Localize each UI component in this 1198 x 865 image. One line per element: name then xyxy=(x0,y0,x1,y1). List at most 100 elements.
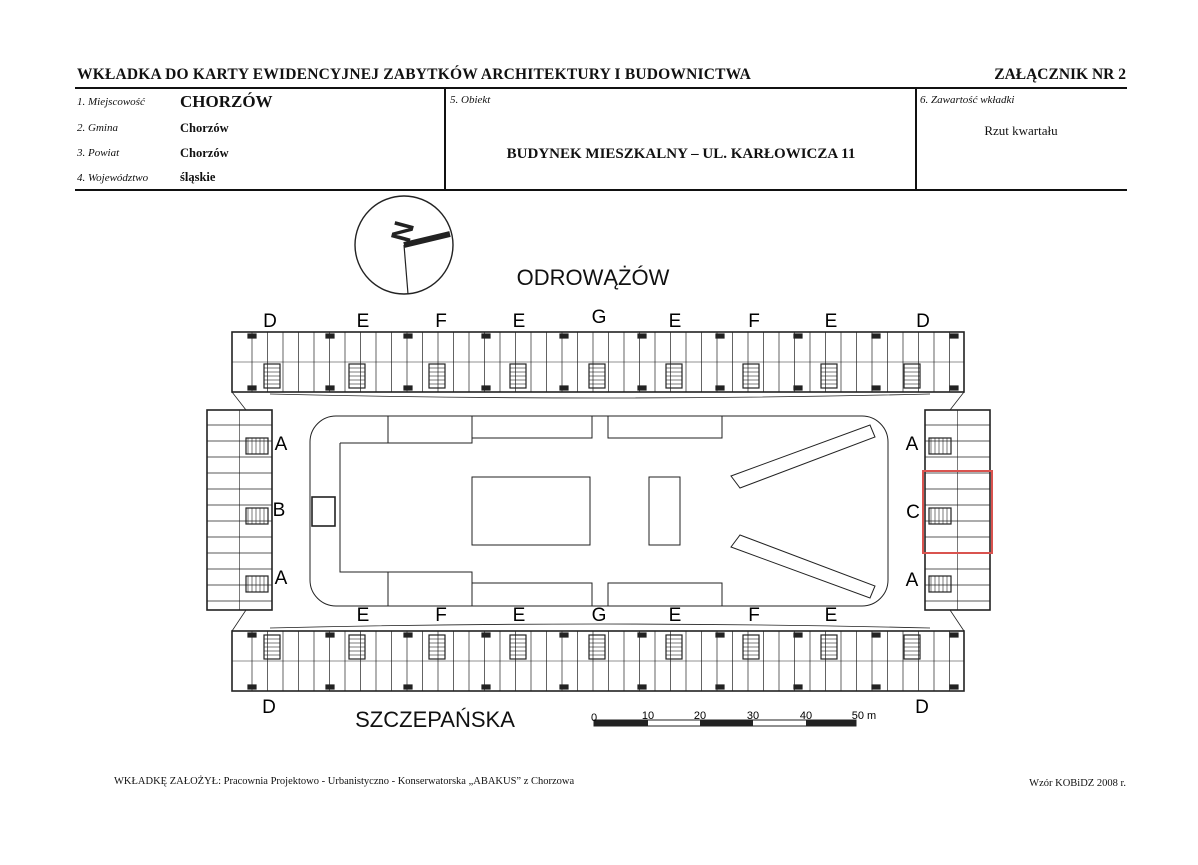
compass-needle xyxy=(403,231,451,248)
courtyard-bed xyxy=(648,476,681,546)
wall-block xyxy=(793,333,803,339)
scale-bar-segment xyxy=(806,720,856,726)
street-name-bottom: SZCZEPAŃSKA xyxy=(355,707,515,732)
wall-block xyxy=(325,684,335,690)
staircase-label-right-0: A xyxy=(906,434,919,455)
staircase-label-mid-3: G xyxy=(592,605,607,626)
scale-label-0: 0 xyxy=(591,712,597,724)
staircase-label-top-2: F xyxy=(435,311,447,332)
staircase-label-top-8: D xyxy=(916,311,930,332)
compass-line xyxy=(403,244,409,295)
staircase xyxy=(245,437,269,455)
staircase xyxy=(245,575,269,593)
header-rule-top xyxy=(75,87,1127,89)
staircase-label-mid-6: E xyxy=(825,605,838,626)
wall-block xyxy=(247,684,257,690)
staircase-label-left-0: A xyxy=(275,434,288,455)
passage-line xyxy=(949,609,965,632)
courtyard-path xyxy=(472,416,723,606)
staircase-label-left-1: B xyxy=(273,500,286,521)
wall-block xyxy=(403,333,413,339)
wall-block xyxy=(871,632,881,638)
content-value: Rzut kwartału xyxy=(984,123,1058,138)
staircase-label-top-7: E xyxy=(825,311,838,332)
staircase-label-top-5: E xyxy=(669,311,682,332)
object-label: 5. Obiekt xyxy=(450,94,491,106)
wall-block xyxy=(793,632,803,638)
wall-block xyxy=(637,385,647,391)
scale-label-50m: 50 m xyxy=(852,710,876,722)
staircase-label-mid-4: E xyxy=(669,605,682,626)
wall-block xyxy=(871,385,881,391)
voivodeship-value: śląskie xyxy=(180,170,216,184)
place-value: CHORZÓW xyxy=(180,92,273,111)
wall-block xyxy=(325,632,335,638)
wall-block xyxy=(403,684,413,690)
wall-block xyxy=(325,385,335,391)
compass-circle xyxy=(354,195,454,295)
commune-label: 2. Gmina xyxy=(77,122,118,134)
courtyard-outline xyxy=(309,415,889,607)
courtyard-bed xyxy=(471,476,591,546)
footer-template: Wzór KOBiDZ 2008 r. xyxy=(1029,778,1126,789)
column-divider-2 xyxy=(915,88,917,190)
highlighted-building-section xyxy=(922,470,993,554)
wall-block xyxy=(559,684,569,690)
staircase-label-top-3: E xyxy=(513,311,526,332)
staircase xyxy=(928,507,952,525)
scale-label-30: 30 xyxy=(747,710,759,722)
north-arrow-icon: N xyxy=(354,195,454,295)
wall-block xyxy=(559,632,569,638)
wall-block xyxy=(715,684,725,690)
staircase-label-mid-5: F xyxy=(748,605,760,626)
staircase-label-top-0: D xyxy=(263,311,277,332)
wall-block xyxy=(793,684,803,690)
staircase xyxy=(245,507,269,525)
passage-line xyxy=(949,391,965,411)
scale-bar-segment xyxy=(594,720,648,726)
commune-value: Chorzów xyxy=(180,121,229,135)
content-label: 6. Zawartość wkładki xyxy=(920,94,1015,106)
wall-block xyxy=(715,333,725,339)
wall-block xyxy=(949,684,959,690)
path-line xyxy=(269,393,931,399)
wall-block xyxy=(949,632,959,638)
staircase-label-left-2: A xyxy=(275,568,288,589)
passage-line xyxy=(231,609,247,632)
courtyard-ramp xyxy=(730,424,876,489)
scale-bar-segment xyxy=(700,720,753,726)
wall-block xyxy=(481,632,491,638)
staircase-label-top-4: G xyxy=(592,307,607,328)
county-value: Chorzów xyxy=(180,146,229,160)
wall-block xyxy=(949,385,959,391)
staircase-label-right-2: A xyxy=(906,570,919,591)
wall-block xyxy=(793,385,803,391)
staircase-label-top-1: E xyxy=(357,311,370,332)
scale-bar xyxy=(593,719,857,727)
wall-block xyxy=(481,333,491,339)
courtyard-sandbox xyxy=(311,496,336,527)
object-value: BUDYNEK MIESZKALNY – UL. KARŁOWICZA 11 xyxy=(506,146,856,162)
staircase xyxy=(928,437,952,455)
annex-number: ZAŁĄCZNIK NR 2 xyxy=(994,66,1126,83)
wall-block xyxy=(949,333,959,339)
header-rule-bottom xyxy=(75,189,1127,191)
scale-label-40: 40 xyxy=(800,710,812,722)
footer-author: WKŁADKĘ ZAŁOŻYŁ: Pracownia Projektowo - … xyxy=(114,776,575,787)
wall-block xyxy=(481,684,491,690)
staircase-label-mid-0: E xyxy=(357,605,370,626)
wall-block xyxy=(559,385,569,391)
staircase-label-right-1: C xyxy=(906,502,920,523)
courtyard-path xyxy=(339,416,473,606)
wall-block xyxy=(871,333,881,339)
header-title: WKŁADKA DO KARTY EWIDENCYJNEJ ZABYTKÓW A… xyxy=(77,66,752,83)
staircase-label-bottom-0: D xyxy=(262,697,276,718)
scale-label-10: 10 xyxy=(642,710,654,722)
courtyard xyxy=(309,415,889,607)
staircase-label-top-6: F xyxy=(748,311,760,332)
staircase-label-bottom-1: D xyxy=(915,697,929,718)
wall-block xyxy=(403,385,413,391)
wall-block xyxy=(637,684,647,690)
column-divider-1 xyxy=(444,88,446,190)
